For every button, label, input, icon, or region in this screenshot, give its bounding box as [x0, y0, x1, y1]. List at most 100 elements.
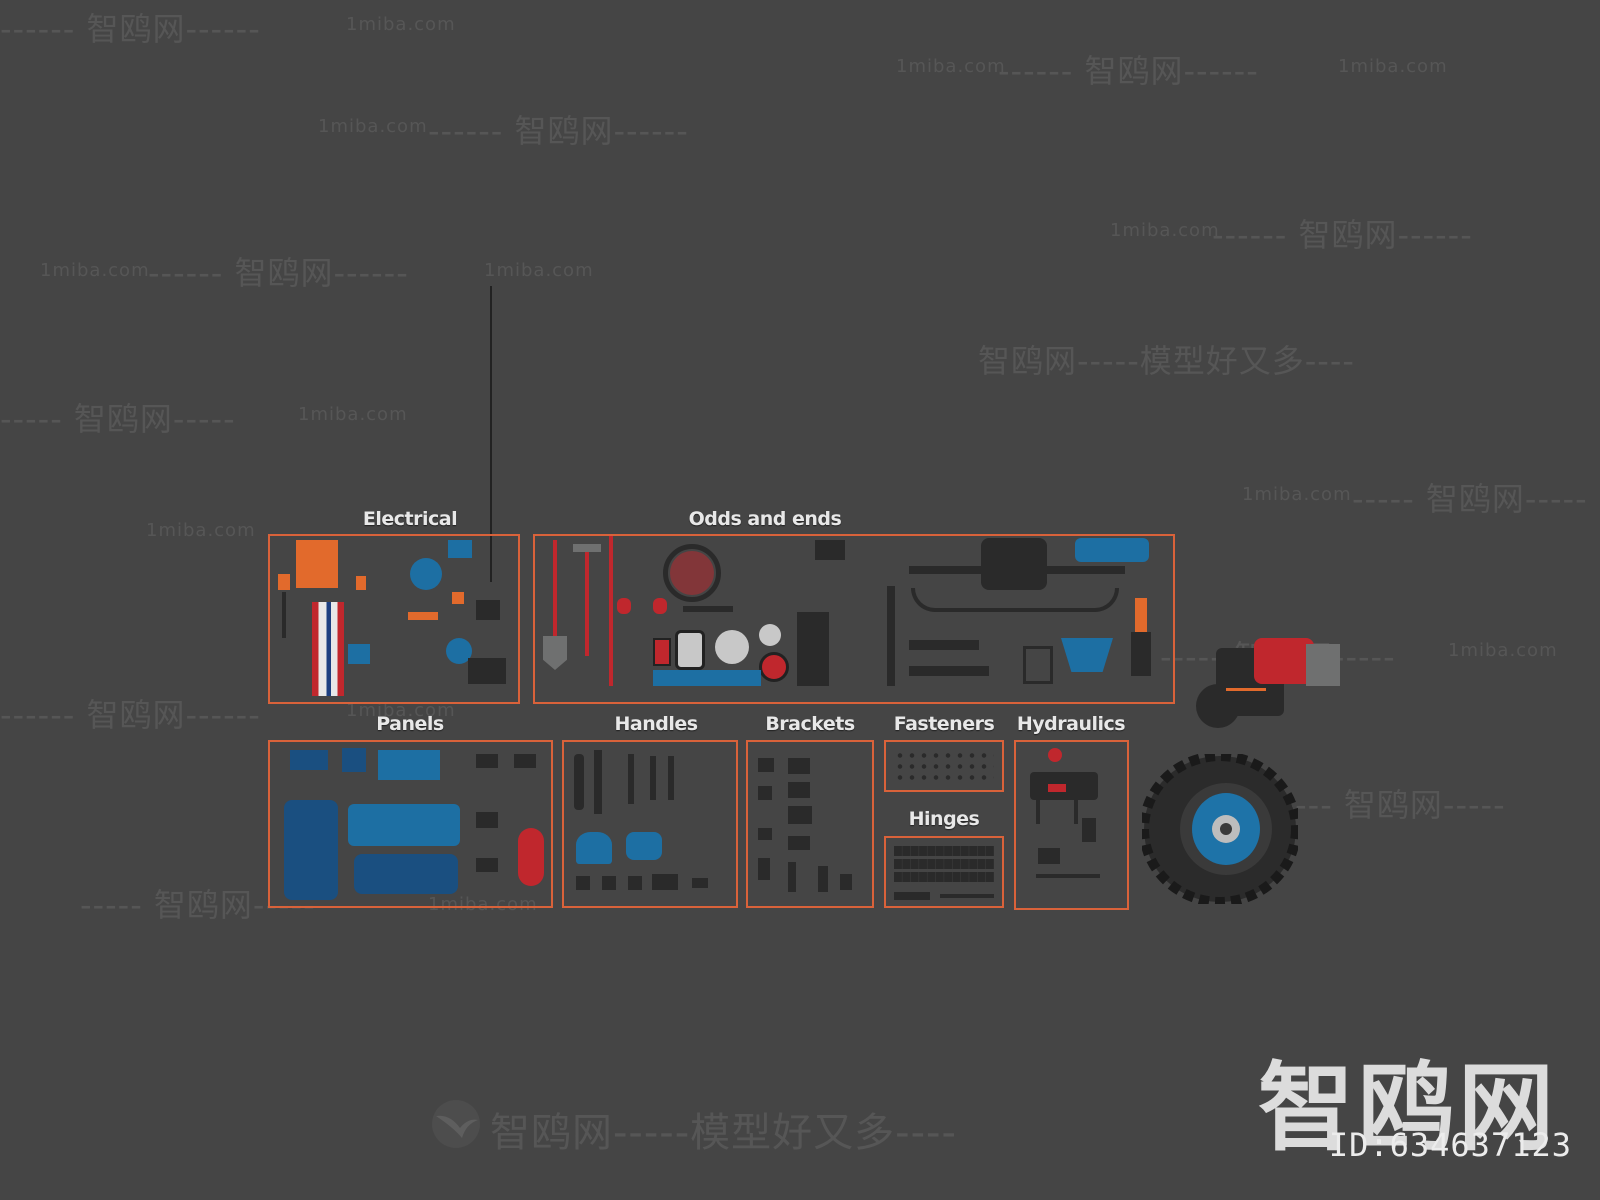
- bracket-part: [840, 874, 852, 890]
- bracket-part: [788, 758, 810, 774]
- hinge-grid: [894, 846, 994, 882]
- headlight-part: [715, 630, 749, 664]
- axle-part: [909, 566, 1125, 574]
- watermark-site: 1miba.com: [40, 260, 150, 281]
- door-pull: [628, 876, 642, 890]
- bracket-part: [815, 540, 845, 560]
- door-pull: [692, 878, 708, 888]
- watermark-dash-brand: ------ 智鸥网------: [1212, 216, 1473, 254]
- hydraulic-valve: [1048, 784, 1066, 792]
- group-label-handles: Handles: [614, 713, 698, 735]
- grab-handle: [594, 750, 602, 814]
- bracket-part: [758, 786, 772, 800]
- engine-tank: [1254, 638, 1314, 684]
- fuse-part: [408, 612, 438, 620]
- grab-handle: [574, 754, 584, 810]
- switch-panel: [476, 754, 498, 768]
- bracket-part: [788, 862, 796, 892]
- door-panel: [284, 800, 338, 900]
- pipe-part: [887, 586, 895, 686]
- brand-id-text: ID:634637123: [1328, 1126, 1572, 1164]
- tail-light: [653, 638, 671, 666]
- watermark-dash-brand: ----- 智鸥网-----: [1270, 786, 1506, 824]
- panel-part: [342, 748, 366, 772]
- hydraulic-pedal: [1082, 818, 1096, 842]
- group-frame-hydraulics: [1014, 740, 1129, 910]
- shock-absorber: [1131, 632, 1151, 676]
- hydraulic-leg: [1036, 800, 1040, 824]
- watermark-site: 1miba.com: [1338, 56, 1448, 77]
- panel-part: [290, 750, 328, 770]
- speaker-part: [410, 558, 442, 590]
- brand-logo-text: 智鸥网: [1258, 1052, 1558, 1164]
- circuit-board: [296, 540, 338, 588]
- watermark-site: 1miba.com: [346, 14, 456, 35]
- watermark-slogan-bottom: 智鸥网-----模型好又多----: [490, 1110, 957, 1156]
- group-frame-fasteners: [884, 740, 1004, 792]
- bracket-part: [788, 806, 812, 824]
- antenna: [490, 286, 492, 582]
- fastener-grid: [894, 750, 994, 784]
- watermark-dash-brand: ------ 智鸥网------: [148, 254, 409, 292]
- gauge-part: [448, 540, 472, 558]
- watermark-site: 1miba.com: [318, 116, 428, 137]
- watermark-site: 1miba.com: [1448, 640, 1558, 661]
- mirror-part: [675, 630, 705, 670]
- watermark-site: 1miba.com: [1242, 484, 1352, 505]
- hammer-handle: [585, 548, 589, 656]
- group-frame-panels: [268, 740, 553, 908]
- switch-panel: [514, 754, 536, 768]
- hydraulic-cap: [1048, 748, 1062, 762]
- watermark-dash-brand: ------ 智鸥网------: [998, 52, 1259, 90]
- crowbar: [609, 536, 613, 686]
- bolt-part: [683, 606, 733, 612]
- module-part: [348, 644, 370, 664]
- cable-part: [282, 592, 286, 638]
- engine-assembly: [1196, 628, 1346, 732]
- connector-part: [452, 592, 464, 604]
- grab-handle: [668, 756, 674, 800]
- hydraulic-fittings: [1036, 874, 1100, 878]
- group-frame-hinges: [884, 836, 1004, 908]
- bracket-part: [758, 858, 770, 880]
- switch-part: [278, 574, 290, 590]
- bracket-part: [758, 828, 772, 840]
- horn-part: [476, 600, 500, 620]
- group-frame-electrical: [268, 534, 520, 704]
- tire: [1139, 751, 1301, 907]
- group-frame-handles: [562, 740, 738, 908]
- watermark-dash-brand: ------ 智鸥网------: [428, 112, 689, 150]
- number-plate-bar: [653, 670, 761, 686]
- latch-handle: [626, 832, 662, 860]
- engine-gearbox: [1306, 644, 1340, 686]
- group-label-hydraulics: Hydraulics: [1016, 713, 1126, 735]
- shock-spring: [1135, 598, 1147, 638]
- battery-part: [312, 602, 344, 696]
- steering-wheel: [663, 544, 721, 602]
- step-part: [1023, 646, 1053, 684]
- group-frame-brackets: [746, 740, 874, 908]
- hydraulic-block: [1038, 848, 1060, 864]
- door-pull: [652, 874, 678, 890]
- steering-rim: [670, 551, 714, 595]
- door-pull: [602, 876, 616, 890]
- group-label-panels: Panels: [376, 713, 444, 735]
- engine-wiring: [1226, 688, 1266, 691]
- switch-panel: [476, 812, 498, 828]
- shackle-part: [617, 598, 631, 614]
- gauge-dial: [759, 652, 789, 682]
- watermark-dash-brand: ----- 智鸥网-----: [0, 400, 236, 438]
- shovel-blade: [543, 636, 567, 670]
- switch-panel: [476, 858, 498, 872]
- driveshaft: [909, 666, 989, 676]
- watermark-dash-brand: ------ 智鸥网------: [0, 10, 261, 48]
- bracket-part: [788, 836, 810, 850]
- watermark-site: 1miba.com: [146, 520, 256, 541]
- floor-panel: [354, 854, 458, 894]
- watermark-site: 1miba.com: [1110, 220, 1220, 241]
- hinge-row: [940, 894, 994, 898]
- relay-part: [356, 576, 366, 590]
- side-panel: [348, 804, 460, 846]
- meter-part: [468, 658, 506, 684]
- hammer-head: [573, 544, 601, 552]
